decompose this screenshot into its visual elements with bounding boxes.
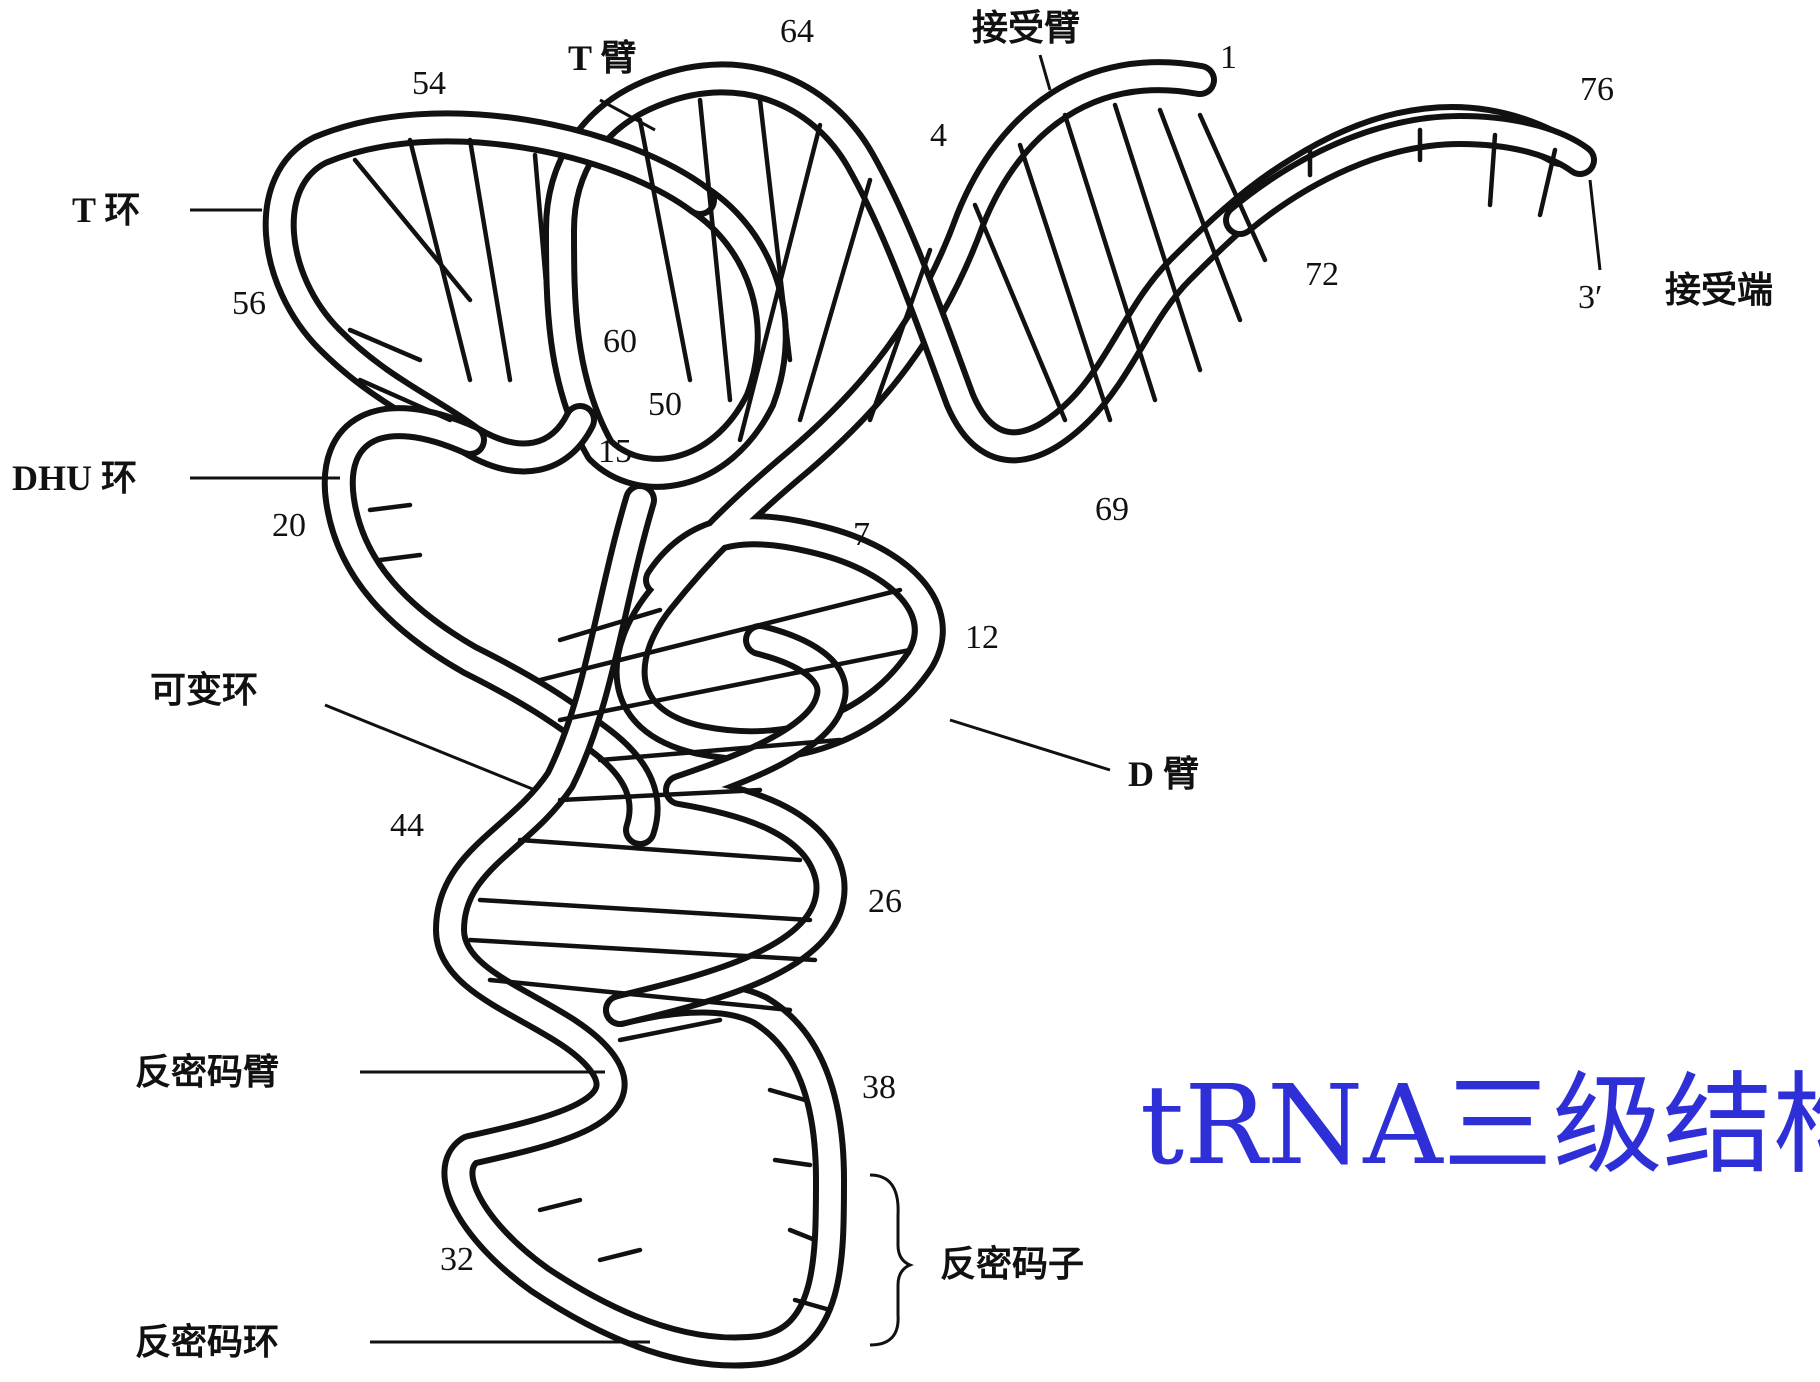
pos-26: 26 xyxy=(868,883,902,920)
label-d-arm: D 臂 xyxy=(1128,754,1199,794)
pos-44: 44 xyxy=(390,807,424,844)
label-t-loop: T 环 xyxy=(72,190,140,230)
pos-38: 38 xyxy=(862,1069,896,1106)
pos-20: 20 xyxy=(272,507,306,544)
label-anticodon-loop: 反密码环 xyxy=(135,1321,279,1362)
pos-64: 64 xyxy=(780,13,814,50)
pos-60: 60 xyxy=(603,323,637,360)
label-three-prime: 3′ xyxy=(1578,279,1602,316)
pos-4: 4 xyxy=(930,117,947,154)
pos-32: 32 xyxy=(440,1241,474,1278)
label-acceptor-end: 接受端 xyxy=(1665,270,1773,310)
pos-54: 54 xyxy=(412,65,446,102)
pos-50: 50 xyxy=(648,386,682,423)
label-acceptor-arm: 接受臂 xyxy=(972,8,1080,48)
pos-1: 1 xyxy=(1220,39,1237,76)
backbone-t-loop xyxy=(280,127,700,457)
label-anticodon: 反密码子 xyxy=(940,1243,1084,1284)
label-variable-loop: 可变环 xyxy=(150,669,258,710)
pos-15: 15 xyxy=(598,433,632,470)
pos-76: 76 xyxy=(1580,71,1614,108)
pos-72: 72 xyxy=(1305,256,1339,293)
pos-56: 56 xyxy=(232,285,266,322)
pos-69: 69 xyxy=(1095,491,1129,528)
backbone-strand-a xyxy=(631,76,1200,745)
label-t-arm: T 臂 xyxy=(568,38,636,78)
label-anticodon-arm: 反密码臂 xyxy=(135,1051,279,1092)
pos-12: 12 xyxy=(965,619,999,656)
backbone-acceptor-tail xyxy=(1240,130,1580,220)
pos-7: 7 xyxy=(853,516,870,553)
label-dhu-loop: DHU 环 xyxy=(12,458,137,498)
page-title: tRNA三级结构 xyxy=(1140,1070,1820,1180)
